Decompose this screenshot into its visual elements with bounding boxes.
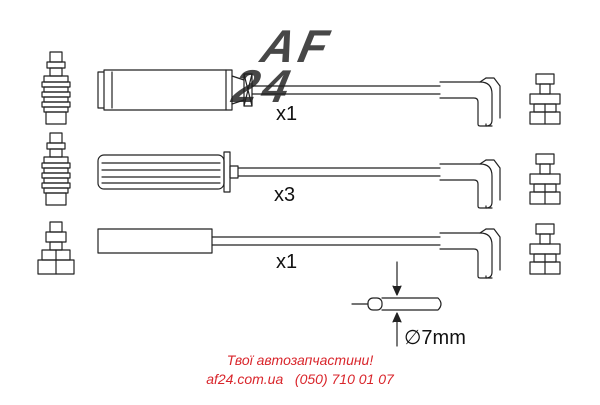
row-3-left-connector [37, 221, 75, 275]
row-2-left-connector [41, 132, 71, 206]
watermark-logo: AF 24 [227, 20, 337, 112]
row-3-boot [97, 228, 213, 254]
row-1-right-connector [529, 73, 561, 125]
footer-contact[interactable]: af24.com.ua (050) 710 01 07 [206, 371, 394, 387]
row-2-angle-boot [439, 159, 501, 209]
row-2-quantity: x3 [274, 184, 296, 206]
wire-diameter-label: ∅7mm [404, 327, 466, 349]
row-2-right-connector [529, 153, 561, 205]
row-3-angle-boot [439, 228, 501, 279]
footer-slogan: Твої автозапчастини! [226, 352, 374, 368]
row-2-wire [41, 132, 561, 209]
row-1-angle-boot [439, 77, 501, 127]
row-1-boot [97, 69, 253, 111]
row-2-boot [97, 151, 239, 193]
row-1-quantity: x1 [276, 103, 298, 125]
row-3-right-connector [529, 223, 561, 275]
row-3-wire [37, 221, 561, 279]
wire-diameter-detail [351, 261, 442, 347]
row-1-left-connector [41, 51, 71, 125]
row-1-wire [41, 51, 561, 127]
row-3-quantity: x1 [276, 251, 298, 273]
watermark-line-2: 24 [228, 60, 299, 112]
